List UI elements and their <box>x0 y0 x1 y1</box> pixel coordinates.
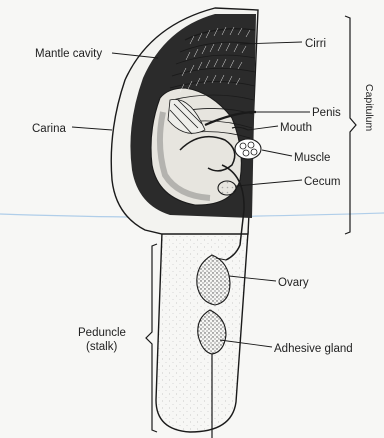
label-mantle-cavity: Mantle cavity <box>35 48 102 60</box>
label-ovary: Ovary <box>278 277 309 289</box>
label-stalk: (stalk) <box>86 341 117 353</box>
label-cirri: Cirri <box>305 38 326 50</box>
carina-leader <box>72 127 112 130</box>
muscle-leader <box>262 150 292 156</box>
label-muscle: Muscle <box>294 152 330 164</box>
label-adhesive-gland: Adhesive gland <box>274 343 353 355</box>
label-penis: Penis <box>312 107 341 119</box>
label-capitulum: Capitulum <box>363 84 375 132</box>
label-mouth: Mouth <box>280 122 312 134</box>
peduncle-bracket <box>146 244 157 432</box>
cecum <box>218 181 236 195</box>
capitulum-bracket <box>345 16 356 234</box>
muscle <box>235 139 261 159</box>
label-carina: Carina <box>32 123 66 135</box>
label-peduncle: Peduncle <box>78 327 126 339</box>
label-cecum: Cecum <box>304 176 340 188</box>
